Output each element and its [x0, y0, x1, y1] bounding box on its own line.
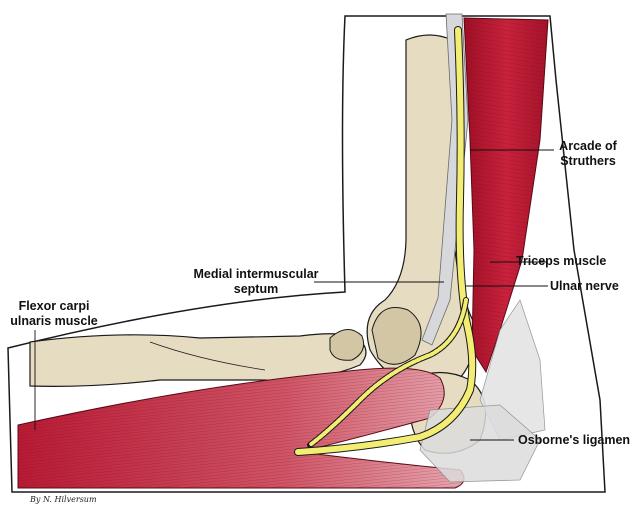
label-medial-intermuscular-septum: Medial intermuscular septum: [186, 267, 326, 297]
artist-signature: By N. Hilversum: [30, 495, 97, 504]
label-septum-line1: Medial intermuscular: [186, 267, 326, 282]
label-fcu-line1: Flexor carpi: [4, 299, 104, 314]
label-arcade-line1: Arcade of: [556, 139, 620, 154]
label-osborne-ligament: Osborne's ligament: [518, 433, 630, 448]
label-arcade-of-struthers: Arcade of Struthers: [556, 139, 620, 169]
label-flexor-carpi-ulnaris: Flexor carpi ulnaris muscle: [4, 299, 104, 329]
label-triceps-muscle: Triceps muscle: [516, 254, 606, 269]
label-arcade-line2: Struthers: [556, 154, 620, 169]
label-fcu-line2: ulnaris muscle: [4, 314, 104, 329]
label-septum-line2: septum: [186, 282, 326, 297]
radial-head: [330, 329, 364, 360]
label-ulnar-nerve: Ulnar nerve: [550, 279, 619, 294]
humerus-condyle: [372, 308, 421, 365]
